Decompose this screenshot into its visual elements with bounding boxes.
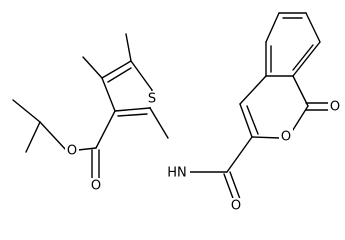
bond-c4prime-c4a [239,75,267,105]
bond-c4-methyl [82,56,103,79]
bond-c8-c8a [292,41,321,77]
bond-isopropyl-to-oxygen [39,121,67,151]
thiophene-sulfur-label: S [148,92,156,107]
ester-ring-oxygen-label: O [67,144,77,159]
ester-ring-oxygen-atom: O [65,143,79,159]
bond-amide-co-double-b [229,171,241,200]
ester-carbonyl-oxygen-label: O [91,179,101,194]
bond-c5-s [130,60,153,91]
bond-c3prime-c4prime-outer [239,103,253,138]
bond-c3-c2-outer [114,107,151,112]
bond-c4-c5-inner [107,67,132,83]
bond-ring-oxygen-c3prime [251,136,281,139]
bond-c1-ring-oxygen [290,105,309,134]
bond-c8a-c1 [292,75,309,107]
amide-nitrogen-label: HN [167,166,187,181]
ester-carbonyl-oxygen-atom: O [89,178,103,194]
bond-c3-c2-inner [117,113,148,117]
lactone-carbonyl-oxygen-label: O [330,100,340,115]
thiophene-sulfur-atom: S [145,91,159,107]
bond-oxygen-to-carbonyl [77,147,97,151]
bond-c3prime-c4prime-inner [246,105,259,135]
atom-label-layer: S O O HN O O O [65,91,342,214]
bond-c3-c4 [101,77,116,112]
bond-amide-carbon-to-c3prime [226,136,253,173]
bond-c2-nitrogen [149,107,169,139]
bond-carbonyl-to-c3 [95,110,116,149]
bond-amide-co-double-a [223,173,235,202]
lactone-ring-oxygen-label: O [281,130,291,145]
lactone-carbonyl-oxygen-atom: O [328,99,342,115]
amide-nitrogen-atom: HN [164,165,190,181]
bond-isopropyl-methyl-bottom [25,121,41,153]
bond-c5-methyl [125,33,132,62]
lactone-ring-oxygen-atom: O [279,129,293,145]
amide-carbonyl-oxygen-atom: O [229,198,243,214]
bond-c5-c6 [265,12,280,43]
bond-c7-c8 [305,12,321,43]
bond-isopropyl-methyl-top [12,99,41,123]
chemical-structure-diagram: S O O HN O O O [12,12,342,214]
bond-c8-c8a-inner [292,44,314,71]
amide-carbonyl-oxygen-label: O [231,199,241,214]
bond-c4-c5-outer [101,60,132,79]
